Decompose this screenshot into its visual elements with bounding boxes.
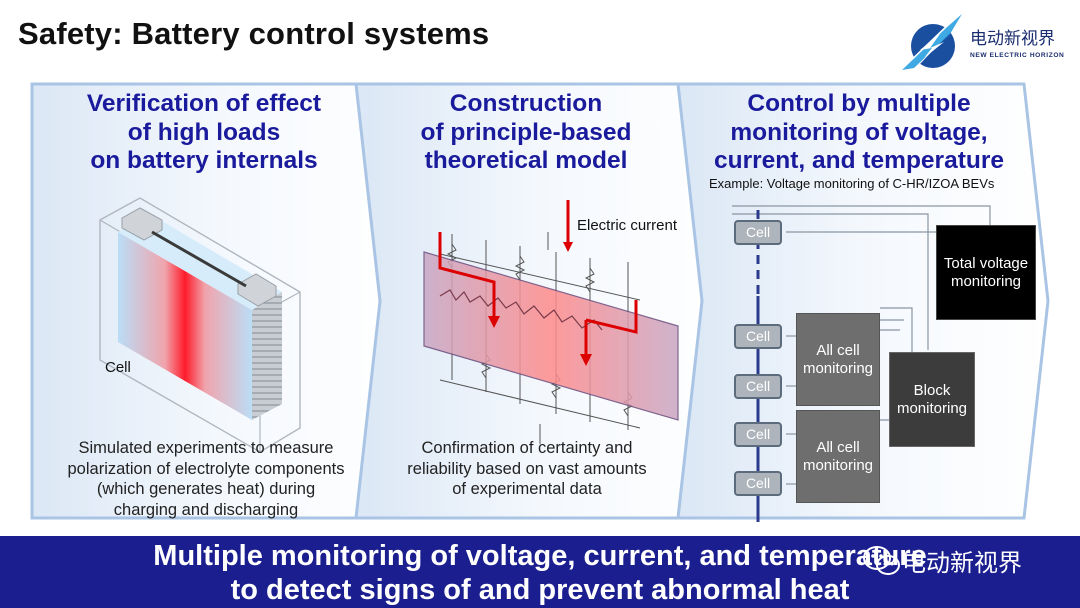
panel-2-caption-line-2: reliability based on vast amounts (407, 459, 647, 478)
battery-cell-illustration (99, 197, 301, 453)
panel-2-caption-line-3: of experimental data (452, 480, 602, 498)
electric-current-label: Electric current (577, 217, 678, 234)
watermark: 电动新视界 (862, 543, 1022, 578)
logo-en-text: NEW ELECTRIC HORIZON (970, 52, 1065, 59)
all-cell-monitoring-line-2: monitoring (802, 456, 874, 474)
panel-2-caption: Confirmation of certainty and reliabilit… (372, 438, 682, 500)
panel-2-heading: Construction of principle-based theoreti… (376, 90, 676, 176)
cell-tag: Cell (734, 374, 782, 399)
panel-2-heading-line-2: of principle-based (420, 118, 632, 146)
watermark-text: 电动新视界 (902, 549, 1022, 577)
block-monitoring-box: Block monitoring (889, 352, 975, 447)
panel-1-heading-line-2: of high loads (127, 118, 281, 146)
summary-banner: Multiple monitoring of voltage, current,… (0, 536, 1080, 608)
panel-3-heading-line-1: Control by multiple (747, 90, 971, 117)
total-voltage-monitoring-box: Total voltage monitoring (936, 225, 1036, 320)
cell-tag: Cell (734, 220, 782, 245)
panel-1-caption-line-4: charging and discharging (113, 500, 299, 519)
panel-1-caption-line-1: Simulated experiments to measure (78, 439, 334, 457)
panel-2-caption-line-1: Confirmation of certainty and (421, 439, 633, 457)
total-voltage-monitoring-line-2: monitoring (950, 272, 1022, 290)
theoretical-model-illustration (423, 200, 679, 444)
all-cell-monitoring-box-2: All cell monitoring (796, 410, 880, 503)
logo: 电动新视界 NEW ELECTRIC HORIZON (900, 12, 1070, 74)
page-title: Safety: Battery control systems (18, 16, 490, 51)
wechat-icon (863, 545, 900, 575)
cell-tag: Cell (734, 471, 782, 496)
panel-2-heading-line-1: Construction (449, 90, 603, 117)
block-monitoring-line-2: monitoring (896, 399, 968, 417)
all-cell-monitoring-line-1: All cell (816, 341, 860, 359)
panel-1-heading: Verification of effect of high loads on … (54, 90, 354, 176)
cell-tag: Cell (734, 324, 782, 349)
panel-3-heading-line-2: monitoring of voltage, (730, 118, 988, 146)
banner-line-2: to detect signs of and prevent abnormal … (230, 574, 850, 606)
total-voltage-monitoring-line-1: Total voltage (943, 254, 1029, 272)
panel-1-heading-line-3: on battery internals (90, 147, 318, 174)
panel-1-caption-line-3: (which generates heat) during (96, 480, 316, 498)
panel-1-heading-line-1: Verification of effect (86, 90, 322, 117)
panel-1-caption-line-2: polarization of electrolyte components (67, 459, 345, 478)
panel-2-heading-line-3: theoretical model (424, 147, 628, 174)
all-cell-monitoring-line-1: All cell (816, 438, 860, 456)
banner-line-1: Multiple monitoring of voltage, current,… (153, 540, 927, 572)
panel-1-caption: Simulated experiments to measure polariz… (36, 438, 376, 520)
logo-bolt-icon (902, 14, 962, 70)
all-cell-monitoring-box-1: All cell monitoring (796, 313, 880, 406)
cell-tag: Cell (734, 422, 782, 447)
block-monitoring-line-1: Block (913, 381, 951, 399)
example-caption: Example: Voltage monitoring of C-HR/IZOA… (709, 176, 995, 191)
panel-3-heading-line-3: current, and temperature (714, 147, 1004, 174)
panel-3-heading: Control by multiple monitoring of voltag… (700, 90, 1018, 176)
cell-label: Cell (105, 359, 131, 376)
logo-cn-text: 电动新视界 (970, 29, 1055, 49)
all-cell-monitoring-line-2: monitoring (802, 359, 874, 377)
